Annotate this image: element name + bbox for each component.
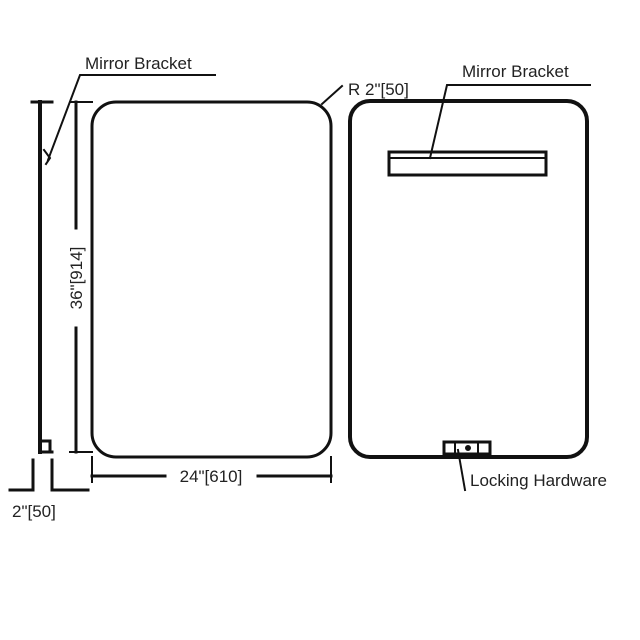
side-mirror-bracket-label: Mirror Bracket [85,54,192,73]
locking-hardware-label: Locking Hardware [470,471,607,490]
back-bracket-leader [428,84,591,160]
height-label: 36"[914] [67,247,86,310]
mirror-bracket-bar [387,150,548,177]
radius-label: R 2"[50] [348,80,409,99]
locking-hardware-leader [456,448,467,492]
height-dimension-line [69,100,93,454]
depth-dimension-line [8,458,90,492]
back-mirror-bracket-label: Mirror Bracket [462,62,569,81]
radius-leader [320,84,344,106]
side-bracket-leader [42,74,216,166]
side-view [30,100,54,454]
mirror-front-outline [90,100,333,459]
width-dimension-line [90,456,333,483]
depth-label: 2"[50] [12,502,56,521]
width-label: 24"[610] [180,467,243,486]
locking-hardware-box [442,440,492,456]
mirror-back-outline [348,99,589,459]
